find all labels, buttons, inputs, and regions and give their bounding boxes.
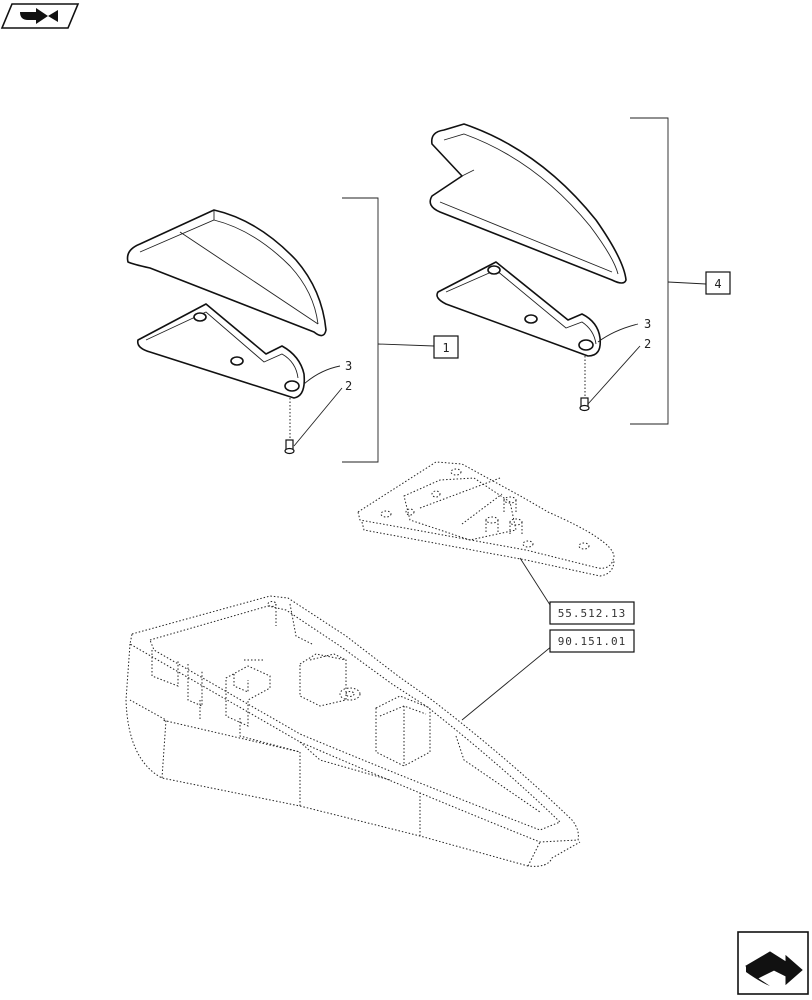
next-page-arrow-icon[interactable] xyxy=(737,931,809,995)
callout-3-left: 3 xyxy=(345,359,352,373)
callout-box-1[interactable]: 1 xyxy=(433,335,459,359)
right-cover-part xyxy=(429,123,627,284)
left-screw xyxy=(284,398,295,455)
left-base-plate xyxy=(136,303,306,399)
callout-3-right: 3 xyxy=(644,317,651,331)
svg-text:4: 4 xyxy=(714,277,721,291)
svg-text:55.512.13: 55.512.13 xyxy=(558,607,627,620)
right-base-plate xyxy=(436,261,602,357)
svg-text:1: 1 xyxy=(442,341,449,355)
callout-box-4[interactable]: 4 xyxy=(705,271,731,295)
book-arrow-icon[interactable] xyxy=(0,3,80,29)
left-cover-part xyxy=(126,209,327,337)
reference-box-90-151-01[interactable]: 90.151.01 xyxy=(549,629,635,653)
callout-2-left: 2 xyxy=(345,379,352,393)
reference-box-55-512-13[interactable]: 55.512.13 xyxy=(549,601,635,625)
right-screw xyxy=(579,356,590,412)
callout-2-right: 2 xyxy=(644,337,651,351)
console-housing-dotted xyxy=(125,595,581,867)
mounting-plate-dotted xyxy=(357,461,615,577)
svg-text:90.151.01: 90.151.01 xyxy=(558,635,627,648)
